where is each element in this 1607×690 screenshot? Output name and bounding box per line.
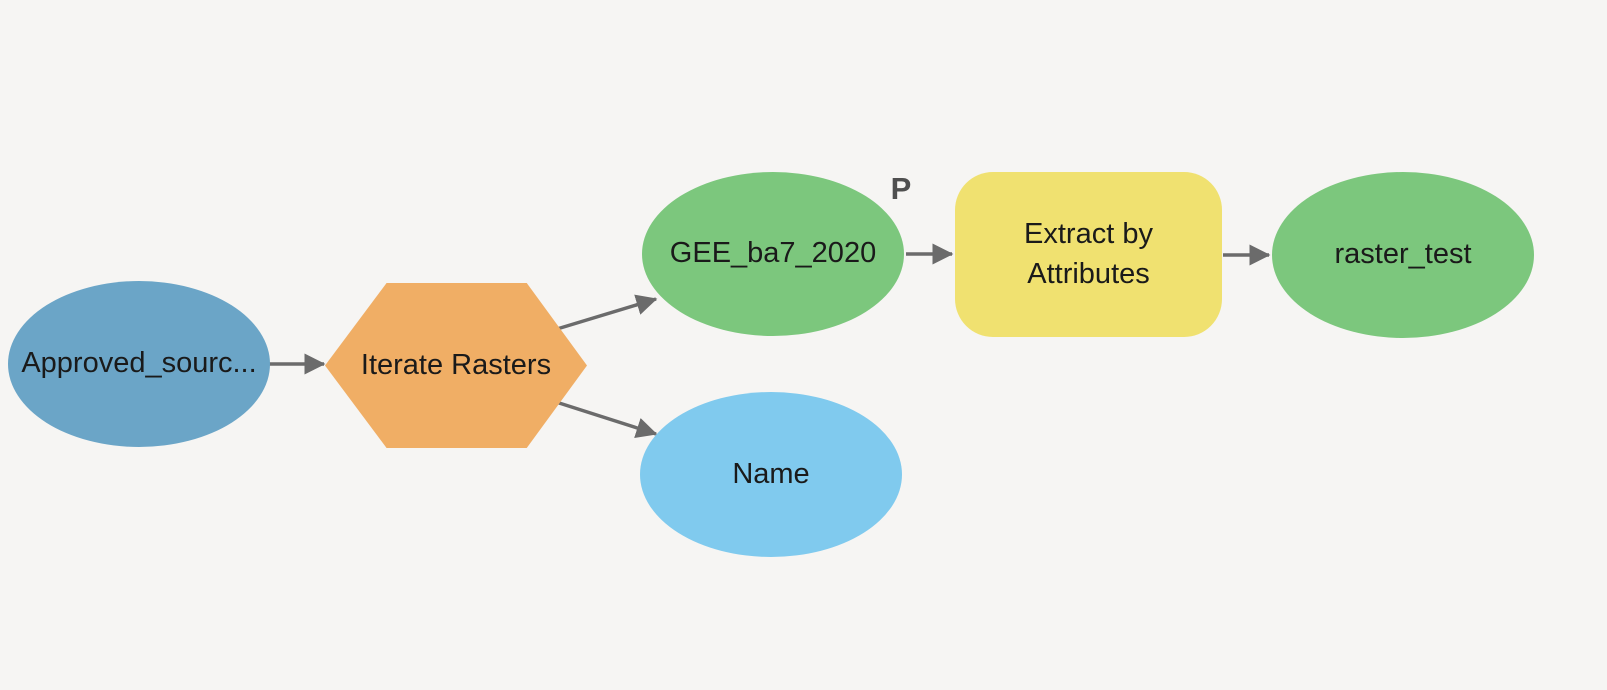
node-name-label: Name — [732, 457, 810, 490]
node-iterate-rasters[interactable]: Iterate Rasters — [325, 283, 587, 448]
node-raster-test[interactable]: raster_test — [1272, 172, 1534, 338]
node-gee-ba7-2020-label: GEE_ba7_2020 — [669, 237, 877, 270]
connector-iterate-rasters-to-name[interactable] — [555, 400, 658, 439]
node-iterate-rasters-label: Iterate Rasters — [360, 348, 552, 381]
node-name[interactable]: Name — [640, 392, 902, 557]
node-approved-source[interactable]: Approved_sourc... — [8, 281, 270, 447]
node-approved-source-label: Approved_sourc... — [21, 347, 257, 380]
node-extract-by-attributes[interactable]: Extract by Attributes — [955, 172, 1222, 337]
node-extract-by-attributes-label: Extract by Attributes — [1024, 218, 1153, 290]
node-raster-test-label: raster_test — [1334, 238, 1472, 271]
parameter-badge-p: P — [890, 171, 912, 206]
node-gee-ba7-2020[interactable]: GEE_ba7_2020 — [642, 172, 904, 336]
connector-iterate-rasters-to-gee-ba7-2020[interactable] — [556, 294, 658, 331]
